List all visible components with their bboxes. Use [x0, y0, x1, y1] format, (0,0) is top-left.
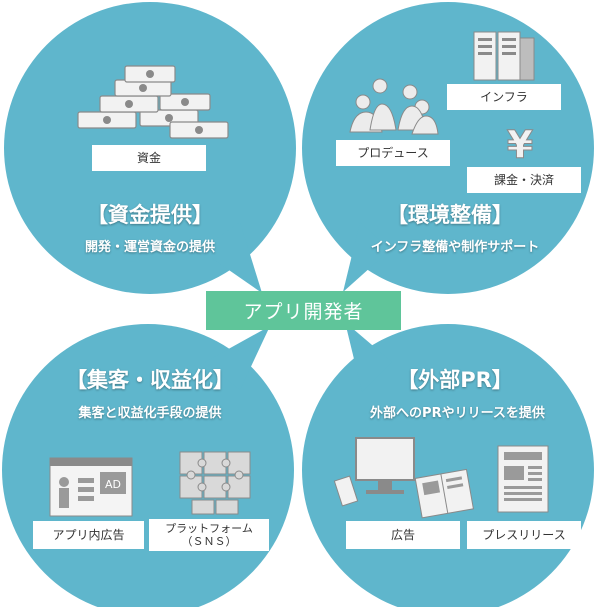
money-stack-icon [77, 65, 229, 139]
platform-label: プラットフォーム （ＳＮＳ） [149, 519, 269, 551]
pr-title: 【外部PR】 [397, 368, 513, 392]
svg-text:¥: ¥ [507, 123, 533, 167]
press-release-label: プレスリリース [467, 521, 581, 549]
svg-text:AD: AD [105, 478, 121, 491]
environment-title: 【環境整備】 [387, 203, 513, 227]
monetize-subtitle: 集客と収益化手段の提供 [78, 406, 222, 421]
server-icon [473, 31, 535, 81]
funding-title: 【資金提供】 [87, 203, 213, 227]
center-app-developer: アプリ開発者 [206, 291, 401, 330]
puzzle-icon [179, 451, 251, 515]
newspaper-icon [497, 445, 549, 513]
monetize-title: 【集客・収益化】 [66, 368, 234, 392]
app-screen-icon: AD [49, 457, 133, 517]
produce-label: プロデュース [336, 140, 450, 166]
devices-icon [333, 437, 474, 519]
funding-label: 資金 [92, 145, 206, 171]
ad-label: 広告 [346, 521, 460, 549]
in-app-ad-label: アプリ内広告 [33, 521, 144, 549]
pr-subtitle: 外部へのPRやリリースを提供 [370, 406, 545, 421]
infra-label: インフラ [447, 84, 561, 110]
people-icon [349, 78, 439, 135]
yen-icon: ¥ [506, 123, 533, 168]
environment-subtitle: インフラ整備や制作サポート [370, 240, 540, 255]
billing-label: 課金・決済 [467, 167, 581, 193]
funding-subtitle: 開発・運営資金の提供 [84, 240, 215, 255]
